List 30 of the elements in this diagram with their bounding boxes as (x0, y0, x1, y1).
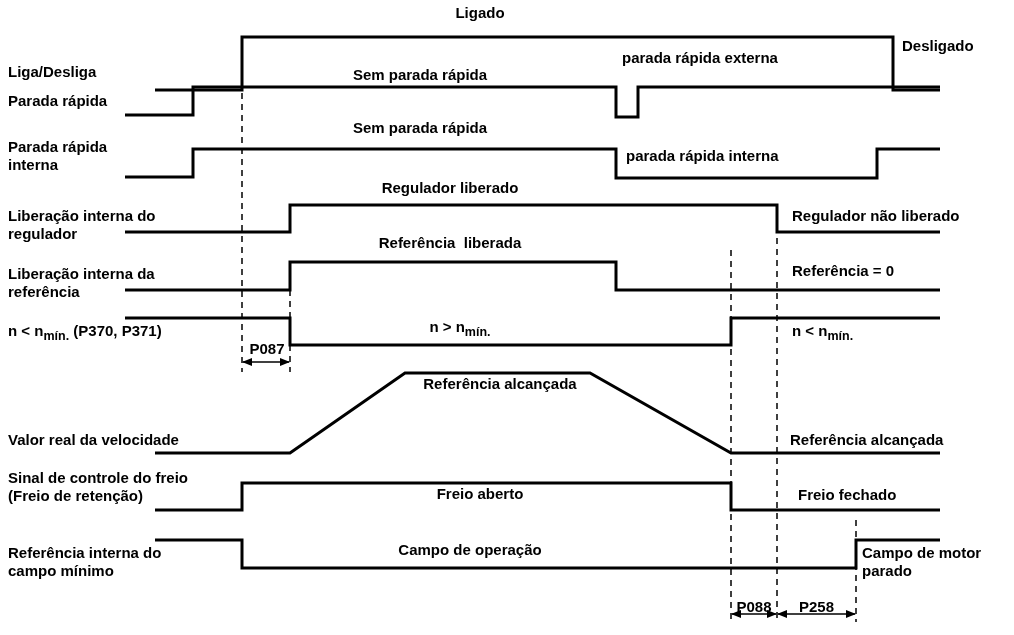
signal-name: Valor real da velocidade (8, 431, 179, 448)
parameter-label: P258 (798, 598, 834, 615)
signal-name: Liberação interna da referência (8, 265, 156, 300)
state-label: Sem parada rápida (352, 119, 488, 136)
signal-name: Referência interna do campo mínimo (8, 544, 163, 579)
state-label: Referência alcançada (423, 375, 577, 392)
state-label: n < n$_{mín.}$ (792, 322, 854, 339)
state-label: Referência liberada (378, 234, 522, 251)
signal-name: Parada rápida (8, 92, 108, 109)
signal-name: n < n$_{mín.}$ (P370, P371) (8, 322, 162, 339)
signal-name: Liberação interna do regulador (8, 207, 157, 242)
state-label: Referência alcançada (790, 431, 944, 448)
state-label: parada rápida interna (626, 147, 779, 164)
state-label: Regulador liberado (381, 179, 519, 196)
state-label: n > n$_{mín.}$ (429, 318, 491, 335)
state-label: Campo de motor parado (862, 544, 983, 579)
signal-name: Parada rápida interna (8, 138, 109, 173)
signal-name: Sinal de controle do freio (Freio de retenção) (8, 469, 190, 504)
state-label: Ligado (455, 4, 505, 21)
state-label: parada rápida externa (622, 49, 778, 66)
state-label: Freio aberto (436, 485, 524, 502)
signal-name: Liga/Desliga (8, 63, 97, 80)
parameter-label: P088 (736, 598, 772, 615)
state-label: Desligado (902, 37, 974, 54)
state-label: Sem parada rápida (352, 66, 488, 83)
state-label: Regulador não liberado (792, 207, 960, 224)
state-label: Campo de operação (398, 541, 542, 558)
parameter-label: P087 (249, 340, 285, 357)
state-label: Freio fechado (798, 486, 897, 503)
state-label: Referência = 0 (792, 262, 895, 279)
